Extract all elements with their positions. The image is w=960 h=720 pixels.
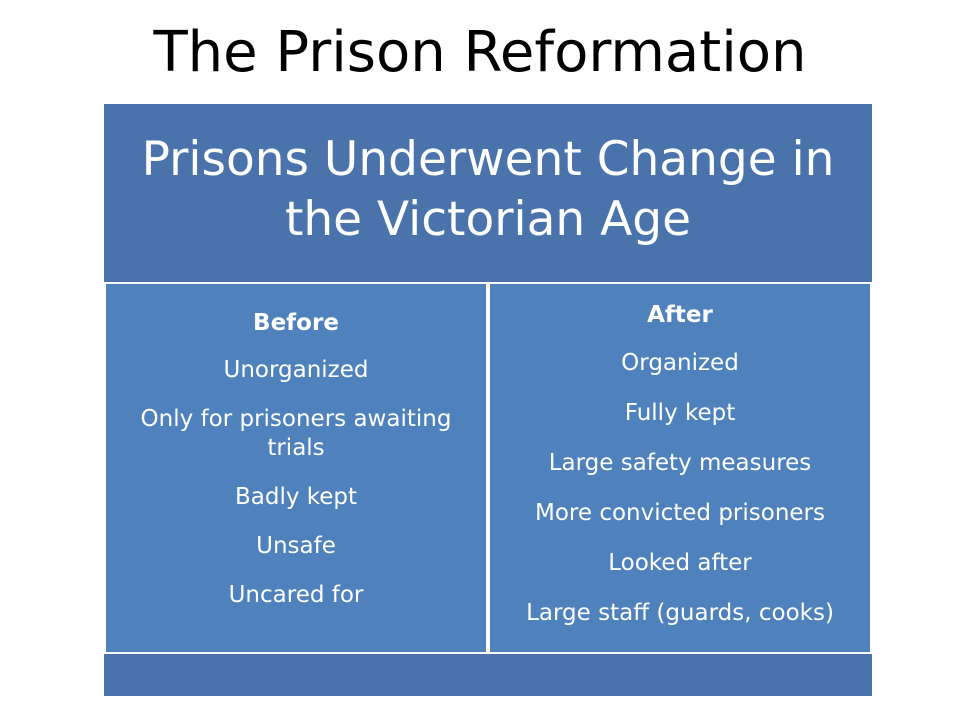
list-item: Uncared for: [228, 582, 364, 608]
list-item: Looked after: [608, 550, 752, 576]
list-item: More convicted prisoners: [534, 500, 825, 526]
list-item: Only for prisoners awaiting trials: [140, 406, 452, 461]
diagram-box: Prisons Underwent Change in the Victoria…: [104, 104, 872, 696]
before-list: Unorganized Only for prisoners awaiting …: [106, 356, 486, 610]
before-column: Before Unorganized Only for prisoners aw…: [104, 282, 488, 654]
list-item: Large staff (guards, cooks): [526, 600, 834, 626]
list-item: Badly kept: [234, 484, 358, 510]
list-item: Unorganized: [223, 357, 369, 383]
after-heading: After: [647, 302, 713, 328]
diagram-heading: Prisons Underwent Change in the Victoria…: [141, 132, 835, 247]
list-item: Organized: [621, 350, 739, 376]
slide-title: The Prison Reformation: [153, 20, 807, 85]
list-item: Unsafe: [256, 533, 336, 559]
list-item: Large safety measures: [548, 450, 812, 476]
list-item: Fully kept: [624, 400, 736, 426]
after-column: After Organized Fully kept Large safety …: [488, 282, 872, 654]
after-list: Organized Fully kept Large safety measur…: [490, 348, 870, 628]
footer-strip: [104, 654, 872, 696]
before-heading: Before: [253, 310, 339, 336]
